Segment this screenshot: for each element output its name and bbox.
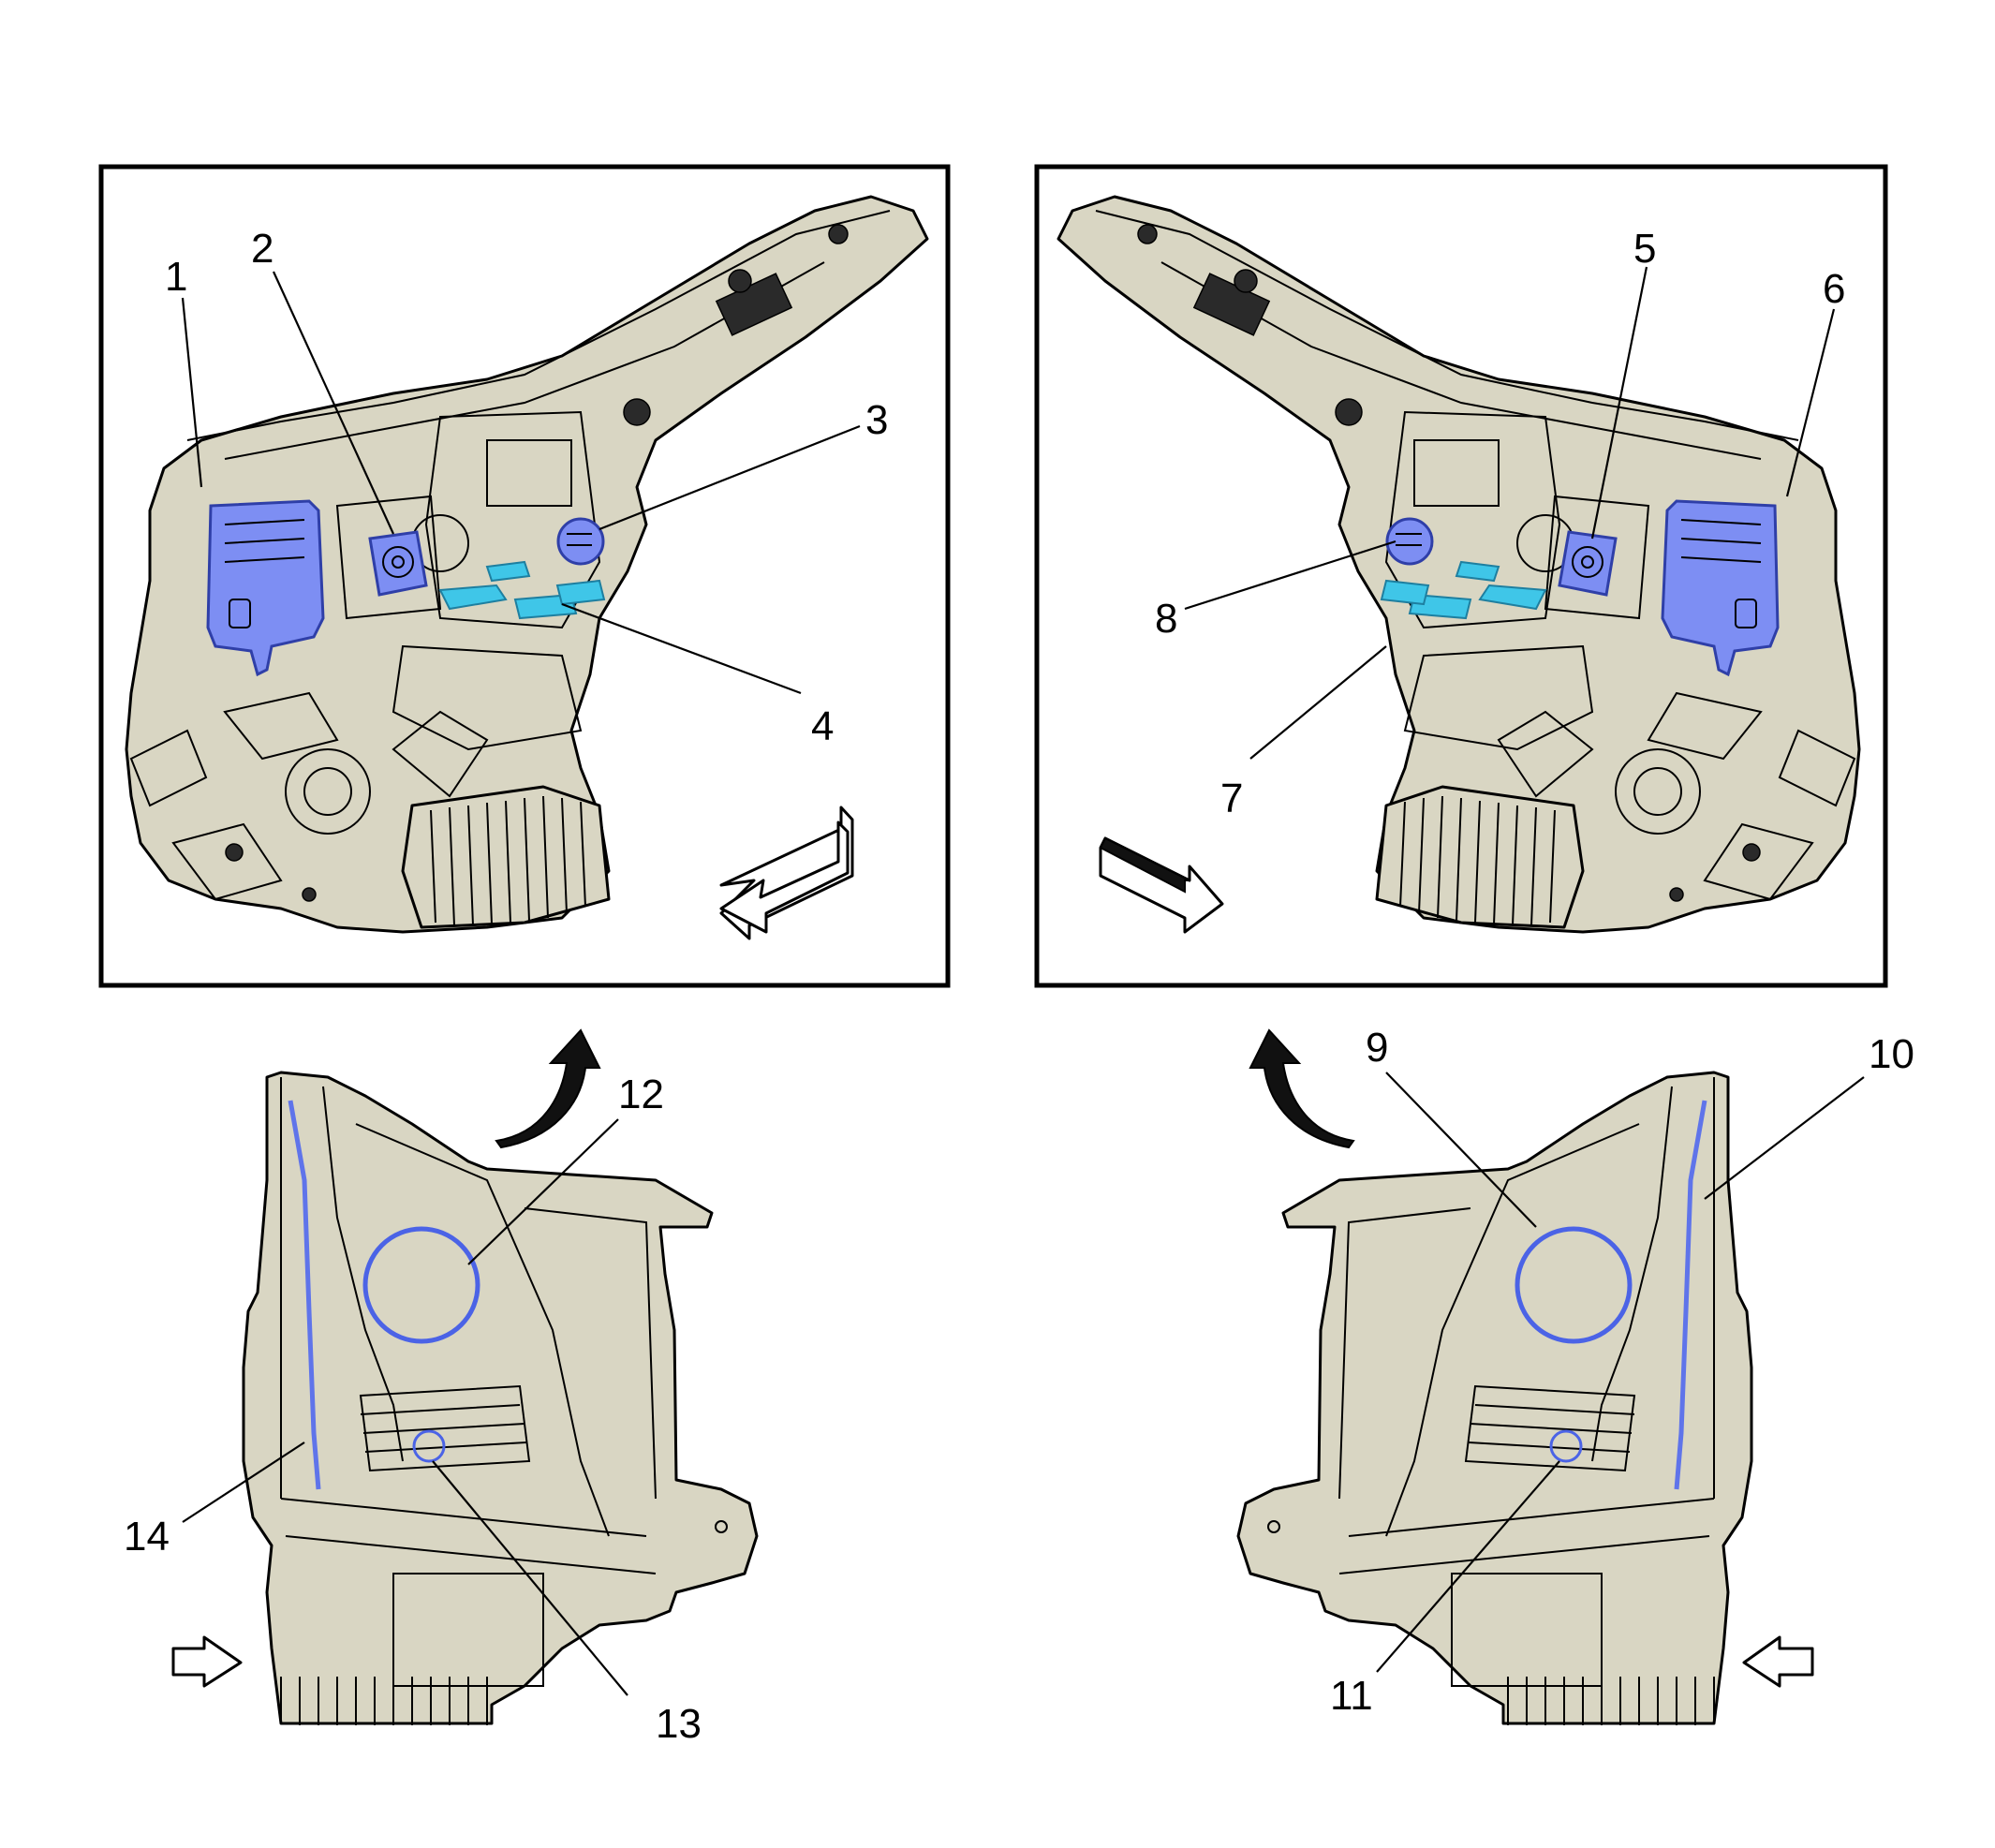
left-high-beam-adjuster [556,517,605,566]
callout-1: 1 [165,254,187,300]
left-control-module [206,499,325,677]
callout-4: 4 [811,703,834,749]
callout-8: 8 [1155,596,1177,642]
right-front-headlamp: 9 10 11 [1236,1025,1914,1725]
left-panel-leader-lines [181,271,861,695]
right-front-indicator-marker [1549,1429,1583,1463]
right-low-beam-adjuster [1558,530,1618,597]
right-high-beam-adjuster [1385,517,1434,566]
right-heatsink-fins-front [1507,1677,1715,1725]
left-wiring-harness-connectors [438,560,606,620]
left-down-direction-arrow [171,1635,243,1688]
right-panel-frame [1034,164,1888,988]
callout-11: 11 [1330,1673,1373,1719]
left-front-headlamp: 12 13 14 [124,1028,759,1747]
left-headlamp-rear-housing [125,195,929,934]
left-heatsink-fins-front [280,1677,488,1725]
vehicle-front-direction-arrow-left [719,806,854,940]
callout-9: 9 [1366,1025,1388,1071]
left-front-leader-lines [182,1118,628,1696]
left-front-indicator-marker [412,1429,446,1463]
callout-2: 2 [251,226,273,272]
right-drl-light-guide [1674,1100,1707,1490]
left-rotate-arrow [495,1028,601,1149]
right-projector-lens [1515,1226,1633,1344]
left-panel-frame [98,164,951,988]
left-projector-lens [362,1226,480,1344]
callout-5: 5 [1633,226,1656,272]
callout-10: 10 [1869,1031,1914,1077]
vehicle-front-direction-arrow-right [1099,836,1224,934]
right-down-direction-arrow [1742,1635,1814,1688]
callout-12: 12 [618,1072,664,1117]
left-drl-light-guide [288,1100,321,1490]
right-heatsink-fins [1375,785,1585,929]
right-wiring-harness-connectors [1380,560,1547,620]
callout-3: 3 [865,397,888,443]
callout-7: 7 [1220,776,1243,821]
right-headlamp-rear-housing [1057,195,1861,934]
callout-14: 14 [124,1514,170,1560]
right-rear-view-panel: 5 6 7 8 [1034,164,1888,988]
left-heatsink-fins [401,785,611,929]
left-low-beam-adjuster [368,530,428,597]
callout-6: 6 [1823,266,1845,312]
right-control-module [1661,499,1780,677]
right-front-leader-lines [1376,1072,1865,1673]
right-rotate-arrow [1249,1028,1355,1149]
callout-13: 13 [656,1701,702,1747]
right-panel-leader-lines [1184,266,1836,760]
left-rear-view-panel: 1 2 3 4 [98,164,951,988]
